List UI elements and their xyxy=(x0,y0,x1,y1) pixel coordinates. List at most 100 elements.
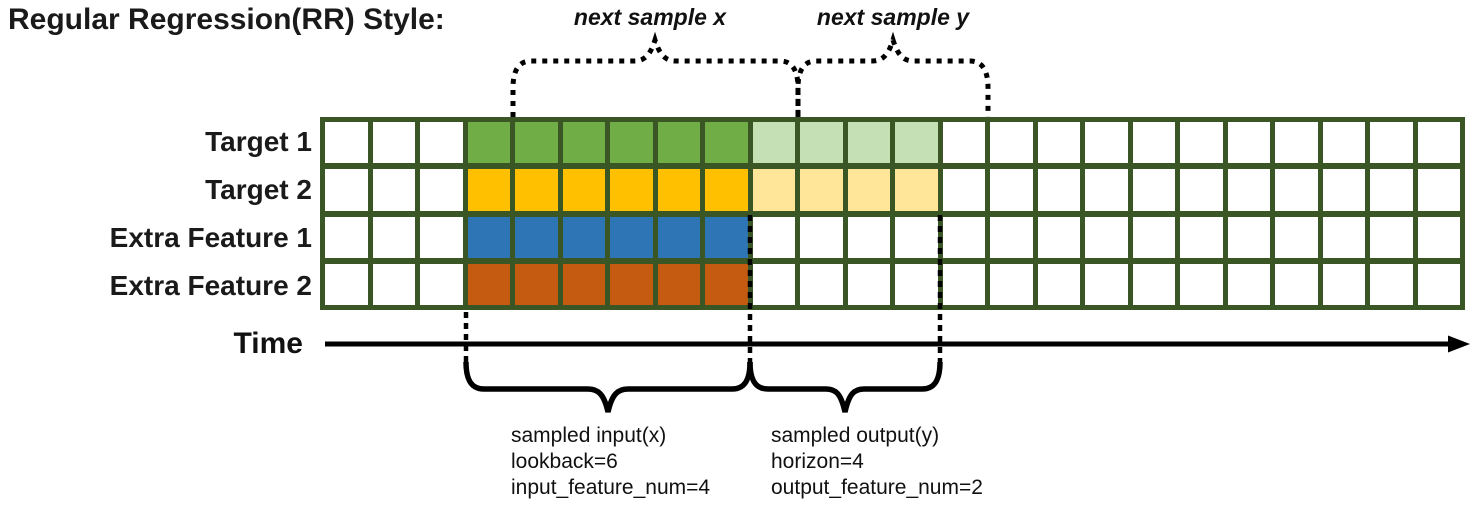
grid-cell xyxy=(1322,169,1365,211)
grid-cell xyxy=(657,263,700,305)
sampled-output-brace xyxy=(747,361,943,413)
next-sample-y-brace xyxy=(795,31,991,117)
grid-cell xyxy=(1417,169,1460,211)
grid-cell xyxy=(1227,263,1270,305)
grid-cell xyxy=(705,263,748,305)
grid-cell xyxy=(895,169,938,211)
grid-cell xyxy=(1322,216,1365,258)
sampled-input-brace xyxy=(463,361,753,413)
grid-cell xyxy=(1085,263,1128,305)
grid-cell xyxy=(562,263,605,305)
grid-cell xyxy=(1275,169,1318,211)
grid-cell xyxy=(847,122,890,164)
grid-cell xyxy=(1037,263,1080,305)
grid-cell xyxy=(325,169,368,211)
grid-cell xyxy=(990,263,1033,305)
grid-cell xyxy=(942,216,985,258)
grid-cell xyxy=(562,216,605,258)
grid-cell xyxy=(372,216,415,258)
sampled-input-note: sampled input(x) lookback=6 input_featur… xyxy=(511,423,710,501)
grid-cell xyxy=(610,216,653,258)
grid-cell xyxy=(1085,216,1128,258)
grid-cell xyxy=(325,122,368,164)
grid-cell xyxy=(1227,169,1270,211)
grid-cell xyxy=(800,169,843,211)
sampled-output-horizon: horizon=4 xyxy=(771,450,864,473)
grid-cell xyxy=(800,263,843,305)
grid-cell xyxy=(752,169,795,211)
grid-cell xyxy=(942,122,985,164)
grid-cell xyxy=(1180,216,1223,258)
grid-cell xyxy=(705,216,748,258)
next-sample-y-label: next sample y xyxy=(816,4,970,30)
row-label-extra-feature-2: Extra Feature 2 xyxy=(109,270,312,301)
grid-cell xyxy=(990,216,1033,258)
grid-cell xyxy=(1322,263,1365,305)
grid-cell xyxy=(372,263,415,305)
grid-cell xyxy=(1417,122,1460,164)
grid-cell xyxy=(562,169,605,211)
grid-cell xyxy=(800,216,843,258)
grid-cell xyxy=(420,122,463,164)
grid-cell xyxy=(467,169,510,211)
grid-cell xyxy=(515,169,558,211)
grid-cell xyxy=(657,169,700,211)
grid-cell xyxy=(1417,263,1460,305)
grid-cell xyxy=(895,122,938,164)
grid-cell xyxy=(752,216,795,258)
grid-cell xyxy=(705,122,748,164)
time-series-grid xyxy=(320,117,1465,310)
grid-cell xyxy=(1417,216,1460,258)
grid-cell xyxy=(1275,122,1318,164)
grid-cell xyxy=(467,122,510,164)
sampled-output-title: sampled output(y) xyxy=(771,424,940,447)
grid-cell xyxy=(515,263,558,305)
grid-cell xyxy=(420,169,463,211)
grid-cell xyxy=(1132,216,1175,258)
grid-cell xyxy=(1085,122,1128,164)
grid-cell xyxy=(1037,122,1080,164)
grid-cell xyxy=(1180,169,1223,211)
grid-cell xyxy=(325,216,368,258)
grid-cell xyxy=(990,169,1033,211)
next-sample-x-brace xyxy=(510,31,801,117)
grid-cell xyxy=(1370,169,1413,211)
sampled-input-lookback: lookback=6 xyxy=(511,450,618,473)
sampled-output-feature-num: output_feature_num=2 xyxy=(771,476,983,499)
grid-cell xyxy=(1132,122,1175,164)
time-axis-arrow xyxy=(325,335,1470,353)
grid-cell xyxy=(467,263,510,305)
next-sample-x-label: next sample x xyxy=(573,4,727,30)
grid-cell xyxy=(1370,216,1413,258)
grid-cell xyxy=(847,169,890,211)
grid-cell xyxy=(895,216,938,258)
grid-cell xyxy=(800,122,843,164)
grid-cell xyxy=(942,169,985,211)
grid-cell xyxy=(1370,263,1413,305)
grid-cell xyxy=(515,216,558,258)
grid-cell xyxy=(372,169,415,211)
grid-cell xyxy=(752,263,795,305)
grid-cell xyxy=(1322,122,1365,164)
grid-cell xyxy=(657,216,700,258)
sampled-input-title: sampled input(x) xyxy=(511,424,667,447)
grid-cell xyxy=(847,216,890,258)
grid-cell xyxy=(1180,122,1223,164)
grid-cell xyxy=(1132,263,1175,305)
grid-cell xyxy=(515,122,558,164)
row-label-target-2: Target 2 xyxy=(205,174,312,205)
grid-cell xyxy=(372,122,415,164)
grid-cell xyxy=(895,263,938,305)
grid-cell xyxy=(467,216,510,258)
grid-cell xyxy=(990,122,1033,164)
sampled-input-feature-num: input_feature_num=4 xyxy=(511,476,711,499)
grid-cell xyxy=(420,216,463,258)
grid-cell xyxy=(325,263,368,305)
grid-cell xyxy=(1275,263,1318,305)
grid-cell xyxy=(657,122,700,164)
grid-cell xyxy=(752,122,795,164)
grid-cell xyxy=(1227,122,1270,164)
grid-cell xyxy=(1085,169,1128,211)
grid-cell xyxy=(847,263,890,305)
grid-cell xyxy=(420,263,463,305)
